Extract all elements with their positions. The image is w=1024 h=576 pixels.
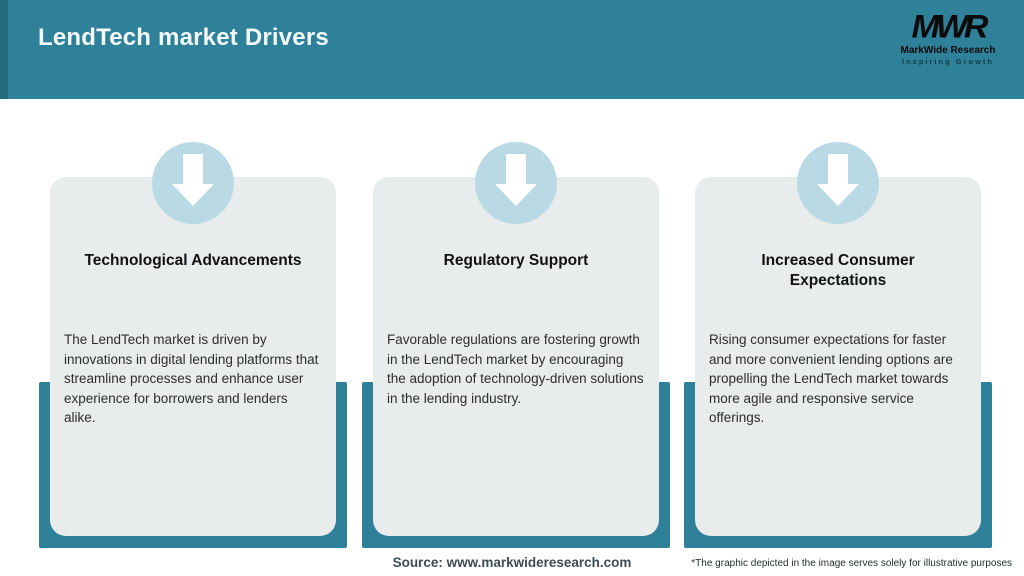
arrow-circle — [475, 142, 557, 224]
card-title: Regulatory Support — [443, 252, 589, 269]
card-title: Technological Advancements — [84, 252, 302, 269]
disclaimer-text: *The graphic depicted in the image serve… — [691, 558, 1012, 569]
card-body-text: The LendTech market is driven by innovat… — [64, 332, 319, 425]
driver-card-technological-advancements: Technological Advancements The LendTech … — [39, 0, 347, 576]
logo-monogram: MWR — [911, 8, 989, 46]
arrow-circle — [797, 142, 879, 224]
card-body-text: Favorable regulations are fostering grow… — [387, 332, 644, 406]
down-arrow-icon — [495, 154, 537, 206]
header-bar: LendTech market Drivers MWR MarkWide Res… — [0, 0, 1024, 99]
logo-tagline: Inspiring Growth — [902, 57, 994, 66]
arrow-circle — [152, 142, 234, 224]
driver-card-regulatory-support: Regulatory Support Favorable regulations… — [362, 0, 670, 576]
down-arrow-icon — [172, 154, 214, 206]
driver-card-increased-consumer-expectations: Increased Consumer Expectations Rising c… — [684, 0, 992, 576]
down-arrow-icon — [817, 154, 859, 206]
card: Increased Consumer Expectations Rising c… — [695, 177, 981, 536]
card-title: Increased Consumer Expectations — [761, 252, 915, 289]
markwide-research-logo: MWR MarkWide Research Inspiring Growth — [888, 10, 1008, 66]
card-body-text: Rising consumer expectations for faster … — [709, 332, 953, 425]
source-text: Source: www.markwideresearch.com — [392, 555, 632, 570]
logo-company-name: MarkWide Research — [900, 45, 996, 56]
page-title: LendTech market Drivers — [38, 24, 329, 51]
card: Regulatory Support Favorable regulations… — [373, 177, 659, 536]
card: Technological Advancements The LendTech … — [50, 177, 336, 536]
header-left-edge — [0, 0, 8, 99]
